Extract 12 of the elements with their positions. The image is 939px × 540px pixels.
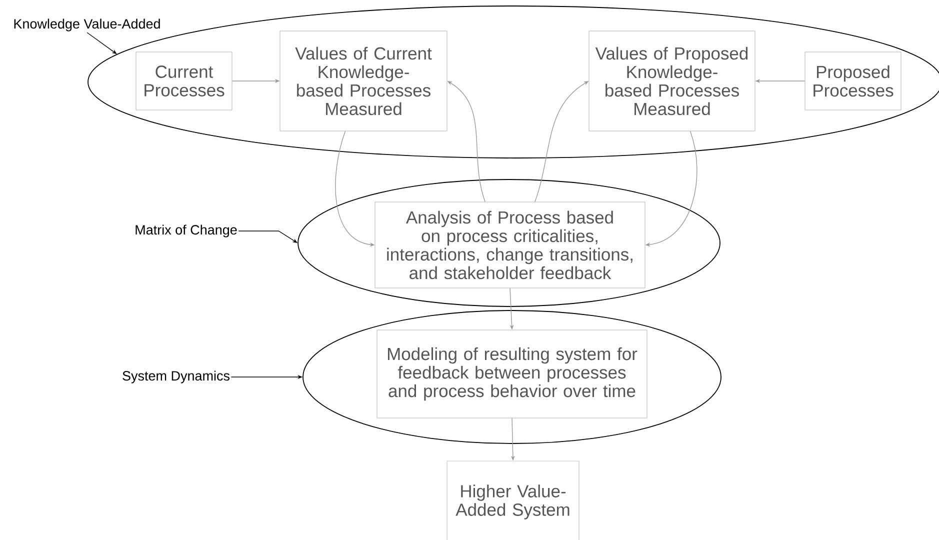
process-box: Analysis of Process based on process criticalities, interactions, change transitions, and stakeholder feedback — [374, 202, 646, 288]
ellipse-outline — [302, 310, 722, 444]
ellipse-outline — [298, 179, 720, 307]
callout-label: Matrix of Change — [136, 224, 237, 238]
process-box: Higher Value-Added System — [446, 460, 580, 540]
callout-label: Knowledge Value-Added — [14, 18, 160, 32]
process-box: Values of Proposed Knowledge-based Processes Measured — [588, 30, 756, 132]
callout-label: System Dynamics — [122, 370, 230, 384]
process-box: Values of Current Knowledge-based Processes Measured — [280, 30, 448, 132]
process-box: Modeling of resulting system for feedback between processes and process behavior over time — [376, 330, 648, 418]
process-box: Proposed Processes — [804, 52, 902, 110]
process-box: Current Processes — [136, 52, 232, 110]
